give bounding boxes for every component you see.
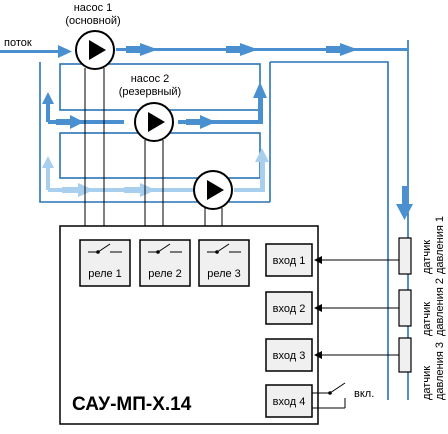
relay-2: реле 2: [139, 239, 191, 287]
sensor-3: [398, 337, 412, 373]
sensor-2: [398, 289, 412, 327]
sensor-wires: [314, 256, 399, 359]
inlet-arrow: [58, 45, 72, 58]
flow-arrows: [0, 43, 413, 220]
input-2-label: вход 2: [273, 303, 306, 315]
inlet-flow-line: [0, 50, 58, 53]
pump2-role: (резервный): [119, 86, 181, 98]
pump2-name: насос 2: [131, 73, 170, 85]
switch-label: вкл.: [354, 388, 374, 400]
controller-title: САУ-МП-Х.14: [72, 394, 192, 415]
sensor-1: [398, 237, 412, 275]
sensor-2-label-a: датчик: [421, 302, 433, 336]
flow-label: поток: [4, 37, 32, 49]
pump-wires: [84, 68, 223, 246]
sensor-labels: датчик давления 1 датчик давления 2 датч…: [421, 216, 446, 400]
input-4: вход 4: [265, 384, 313, 418]
input-3-label: вход 3: [273, 350, 306, 362]
input-1-label: вход 1: [273, 255, 306, 267]
relay-3: реле 3: [198, 239, 250, 287]
relay-2-label: реле 2: [148, 268, 182, 280]
relay-3-label: реле 3: [207, 268, 241, 280]
sensor-1-label-a: датчик: [421, 240, 433, 274]
pump1-name: насос 1: [74, 2, 113, 14]
sensor-2-label-b: давления 2: [434, 278, 446, 336]
pump-1: [75, 30, 115, 70]
input-3: вход 3: [265, 338, 313, 372]
sensor-3-label-b: давления 3: [434, 342, 446, 400]
pump1-role: (основной): [65, 15, 120, 27]
flow-top-right: [116, 48, 408, 51]
pump-2: [134, 102, 174, 142]
input-1: вход 1: [265, 243, 313, 277]
input-4-label: вход 4: [273, 396, 306, 408]
relay-1: реле 1: [79, 239, 131, 287]
enable-switch: [312, 382, 346, 409]
sensor-1-label-b: давления 1: [434, 216, 446, 274]
pump-3: [193, 170, 233, 210]
input-2: вход 2: [265, 291, 313, 325]
sensor-3-label-a: датчик: [421, 366, 433, 400]
relay-1-label: реле 1: [88, 268, 122, 280]
